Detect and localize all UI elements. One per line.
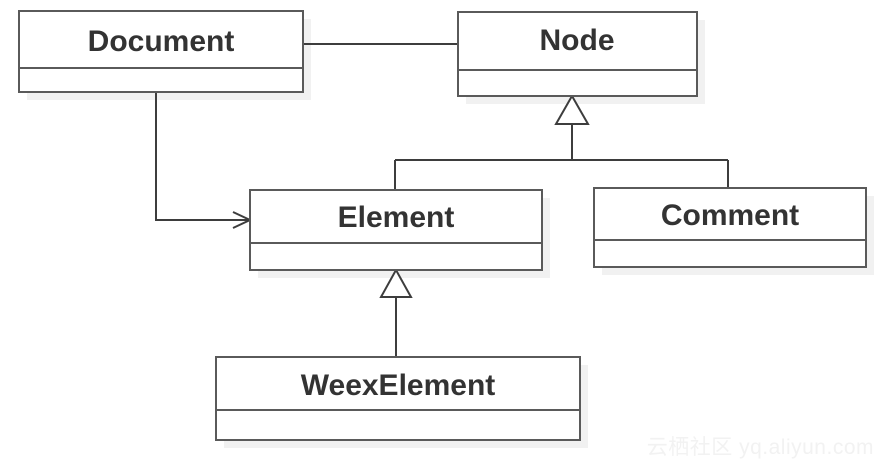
uml-class-node[interactable]: Node xyxy=(457,11,698,97)
uml-class-document[interactable]: Document xyxy=(18,10,304,93)
uml-class-comment[interactable]: Comment xyxy=(593,187,867,268)
weexelement-class-label: WeexElement xyxy=(301,369,496,402)
connector-node-generalization-tree xyxy=(394,93,729,190)
watermark-text: 云栖社区 yq.aliyun.com xyxy=(646,436,874,459)
weexelement-box-outline xyxy=(215,356,581,441)
element-class-label: Element xyxy=(338,201,455,234)
connector-weexelement-to-element xyxy=(379,267,413,357)
document-to-element-line xyxy=(155,92,248,221)
node-box-outline xyxy=(457,11,698,97)
connector-document-to-element xyxy=(155,92,253,229)
element-inheritance-triangle-icon xyxy=(379,267,413,298)
uml-class-weexelement[interactable]: WeexElement xyxy=(215,356,581,441)
comment-class-label: Comment xyxy=(661,199,799,232)
element-box-outline xyxy=(249,189,543,271)
comment-box-outline xyxy=(593,187,867,268)
node-class-label: Node xyxy=(540,24,615,57)
document-class-label: Document xyxy=(88,25,235,58)
uml-class-element[interactable]: Element xyxy=(249,189,543,271)
document-box-outline xyxy=(18,10,304,93)
node-inheritance-triangle-icon xyxy=(554,93,590,125)
